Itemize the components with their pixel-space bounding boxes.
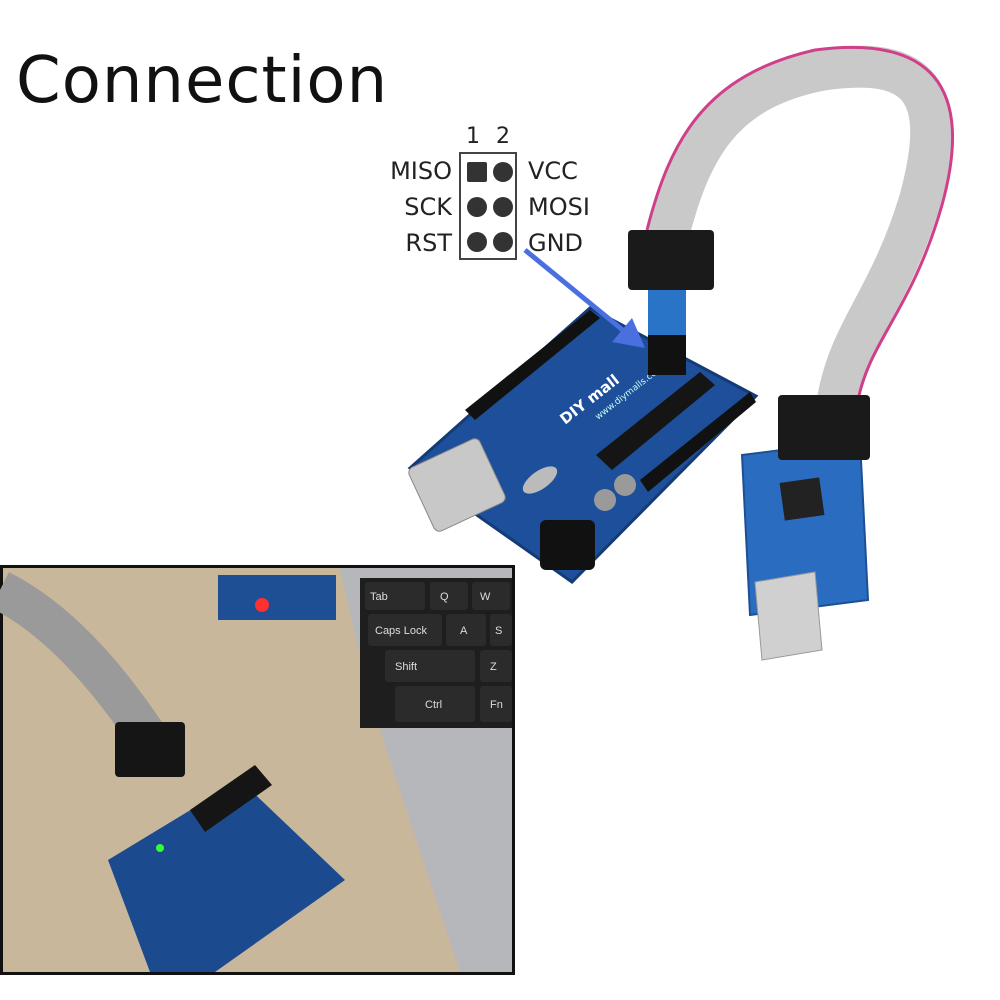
power-jack [540, 520, 595, 570]
pin-column-2: 2 [496, 124, 510, 149]
usage-photo: Tab Q W Caps Lock A S Shift Z Ctrl Fn [0, 565, 515, 975]
pin-3 [467, 197, 487, 217]
key-ctrl: Ctrl [425, 699, 442, 711]
usbasp-chip [779, 477, 825, 521]
usb-b-port [408, 438, 506, 532]
arrow-head [612, 318, 645, 348]
pin-label-rst: RST [405, 229, 452, 257]
photo-arduino [108, 780, 345, 972]
pin-label-vcc: VCC [528, 157, 578, 185]
pin-6 [493, 232, 513, 252]
pin-label-mosi: MOSI [528, 193, 590, 221]
icsp-pins [648, 335, 686, 375]
key-caps-lock: Caps Lock [375, 625, 427, 637]
capacitor [594, 489, 616, 511]
usb-a-plug [754, 571, 823, 661]
pin-label-miso: MISO [390, 157, 452, 185]
pin-label-gnd: GND [528, 229, 584, 257]
header-strip [640, 392, 756, 492]
pin-1 [467, 162, 487, 182]
ribbon-cable-edge [645, 45, 955, 401]
idc-connector-usbasp [778, 395, 870, 460]
header-strip [465, 310, 600, 420]
photo-connector [115, 722, 185, 777]
pin-label-sck: SCK [404, 193, 452, 221]
key-s: S [495, 625, 502, 637]
key-z: Z [490, 661, 497, 673]
pin-4 [493, 197, 513, 217]
arrow-line [523, 248, 632, 338]
page-title: Connection [16, 44, 389, 118]
key-fn: Fn [490, 699, 503, 711]
key-q: Q [440, 591, 449, 603]
isp-header-diagram [459, 152, 517, 260]
idc-connector [628, 230, 714, 290]
key-w: W [480, 591, 491, 603]
photo-ribbon-cable [0, 572, 167, 752]
pin-5 [467, 232, 487, 252]
photo-usbasp [218, 575, 336, 620]
key-a: A [460, 625, 468, 637]
pin-2 [493, 162, 513, 182]
key-shift: Shift [395, 661, 417, 673]
ribbon-cable [647, 45, 953, 404]
atmega-chip [596, 372, 715, 470]
pin-column-1: 1 [466, 124, 480, 149]
photo-led-red [255, 598, 269, 612]
crystal [522, 466, 558, 494]
key-tab: Tab [370, 591, 388, 603]
capacitor [614, 474, 636, 496]
